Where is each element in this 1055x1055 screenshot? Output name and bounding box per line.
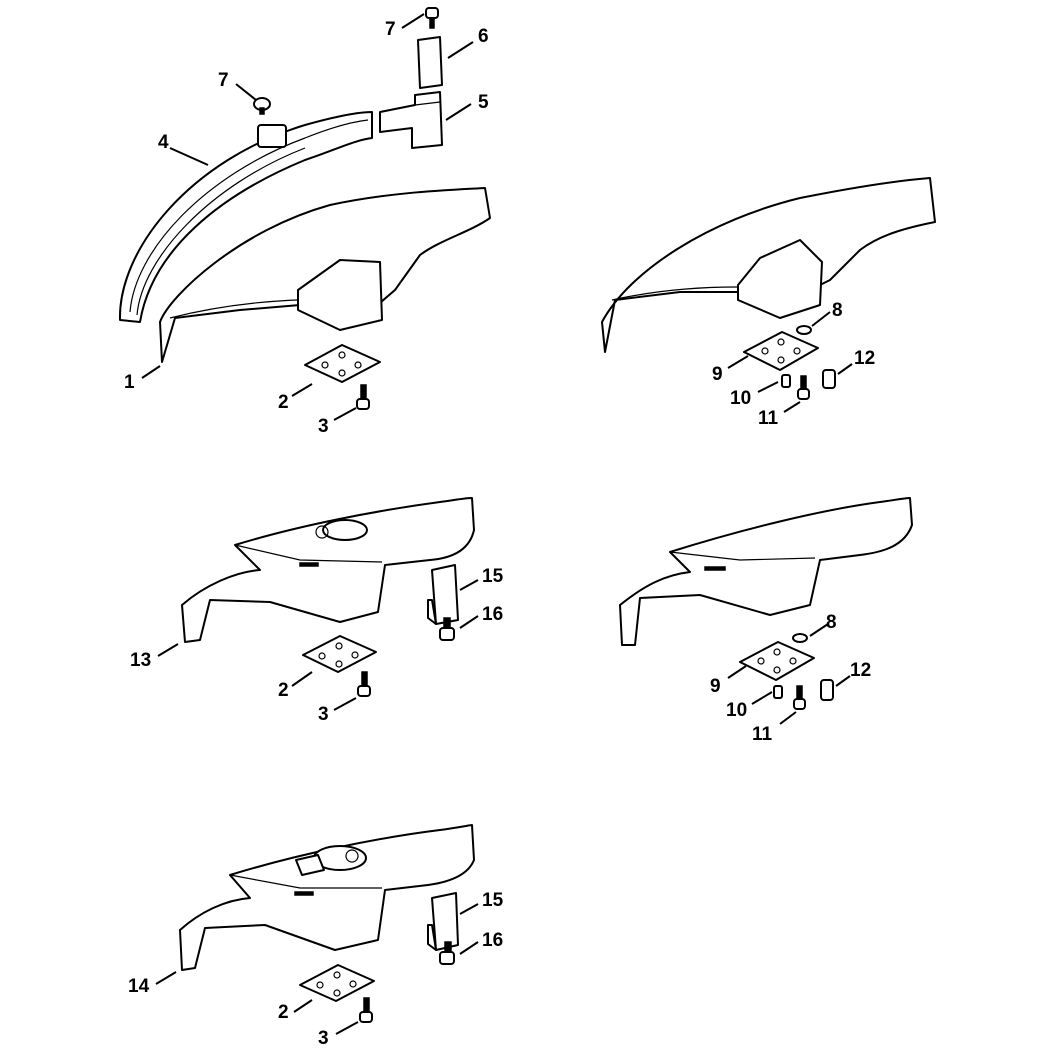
part-9-mounting-plate — [743, 331, 819, 371]
callout-1: 1 — [124, 372, 135, 393]
part-11-screw — [793, 685, 806, 710]
part-8-washer — [796, 325, 812, 335]
part-2-mounting-plate — [302, 635, 377, 673]
assembly-deflector-variant: 8 9 10 11 12 — [601, 177, 936, 429]
assembly-deflector-with-blade-guard: 1 2 3 4 5 6 7 7 — [118, 7, 491, 437]
callout-12: 12 — [854, 348, 875, 369]
part-3-screw — [356, 384, 370, 410]
callout-7-screw: 7 — [385, 19, 396, 40]
callout-15: 15 — [482, 890, 504, 911]
part-14-deflector — [179, 824, 475, 971]
part-deflector — [619, 497, 913, 646]
part-12-screw — [822, 369, 836, 389]
callout-9: 9 — [710, 676, 721, 697]
part-1-deflector — [159, 187, 491, 363]
part-6-plate — [417, 36, 443, 89]
callout-16: 16 — [482, 930, 503, 951]
callout-3: 3 — [318, 1028, 329, 1049]
part-13-deflector — [181, 497, 475, 643]
callout-13: 13 — [130, 650, 151, 671]
part-5-bracket — [379, 91, 443, 149]
callout-3: 3 — [318, 416, 329, 437]
callout-8: 8 — [826, 612, 837, 633]
callout-8: 8 — [832, 300, 843, 321]
assembly-deflector-14: 14 2 3 15 16 — [128, 824, 504, 1049]
assembly-deflector-variant-2: 8 9 10 11 12 — [619, 497, 913, 745]
callout-10: 10 — [726, 700, 747, 721]
callout-16: 16 — [482, 604, 503, 625]
callout-6: 6 — [478, 26, 489, 47]
part-deflector — [601, 177, 936, 353]
callout-15: 15 — [482, 566, 504, 587]
callout-2: 2 — [278, 392, 289, 413]
callout-12: 12 — [850, 660, 871, 681]
assembly-deflector-13: 13 2 3 15 16 — [130, 497, 504, 725]
part-8-washer — [792, 633, 808, 643]
part-2-mounting-plate — [299, 964, 375, 1002]
part-4-blade-guard-strip — [118, 111, 373, 323]
callout-4: 4 — [158, 132, 169, 153]
part-10-screw — [781, 374, 791, 388]
part-3-screw — [357, 671, 371, 697]
callout-14: 14 — [128, 976, 150, 997]
callout-11: 11 — [752, 724, 773, 745]
callout-2: 2 — [278, 1002, 289, 1023]
part-11-screw — [797, 375, 810, 400]
part-15-bracket — [427, 892, 459, 951]
part-15-bracket — [427, 564, 459, 625]
callout-3: 3 — [318, 704, 329, 725]
callout-11: 11 — [758, 408, 779, 429]
callout-7-knob: 7 — [218, 70, 229, 91]
callout-5: 5 — [478, 92, 489, 113]
callout-10: 10 — [730, 388, 751, 409]
part-7-knob — [253, 97, 271, 115]
callout-2: 2 — [278, 680, 289, 701]
part-3-screw — [359, 997, 373, 1023]
part-16-screw — [439, 617, 455, 641]
part-9-mounting-plate — [739, 641, 815, 681]
part-12-screw — [820, 679, 834, 701]
part-16-screw — [439, 941, 455, 965]
callout-9: 9 — [712, 364, 723, 385]
part-10-screw — [773, 685, 783, 699]
part-7-screw — [425, 7, 439, 29]
part-2-mounting-plate — [304, 344, 381, 383]
